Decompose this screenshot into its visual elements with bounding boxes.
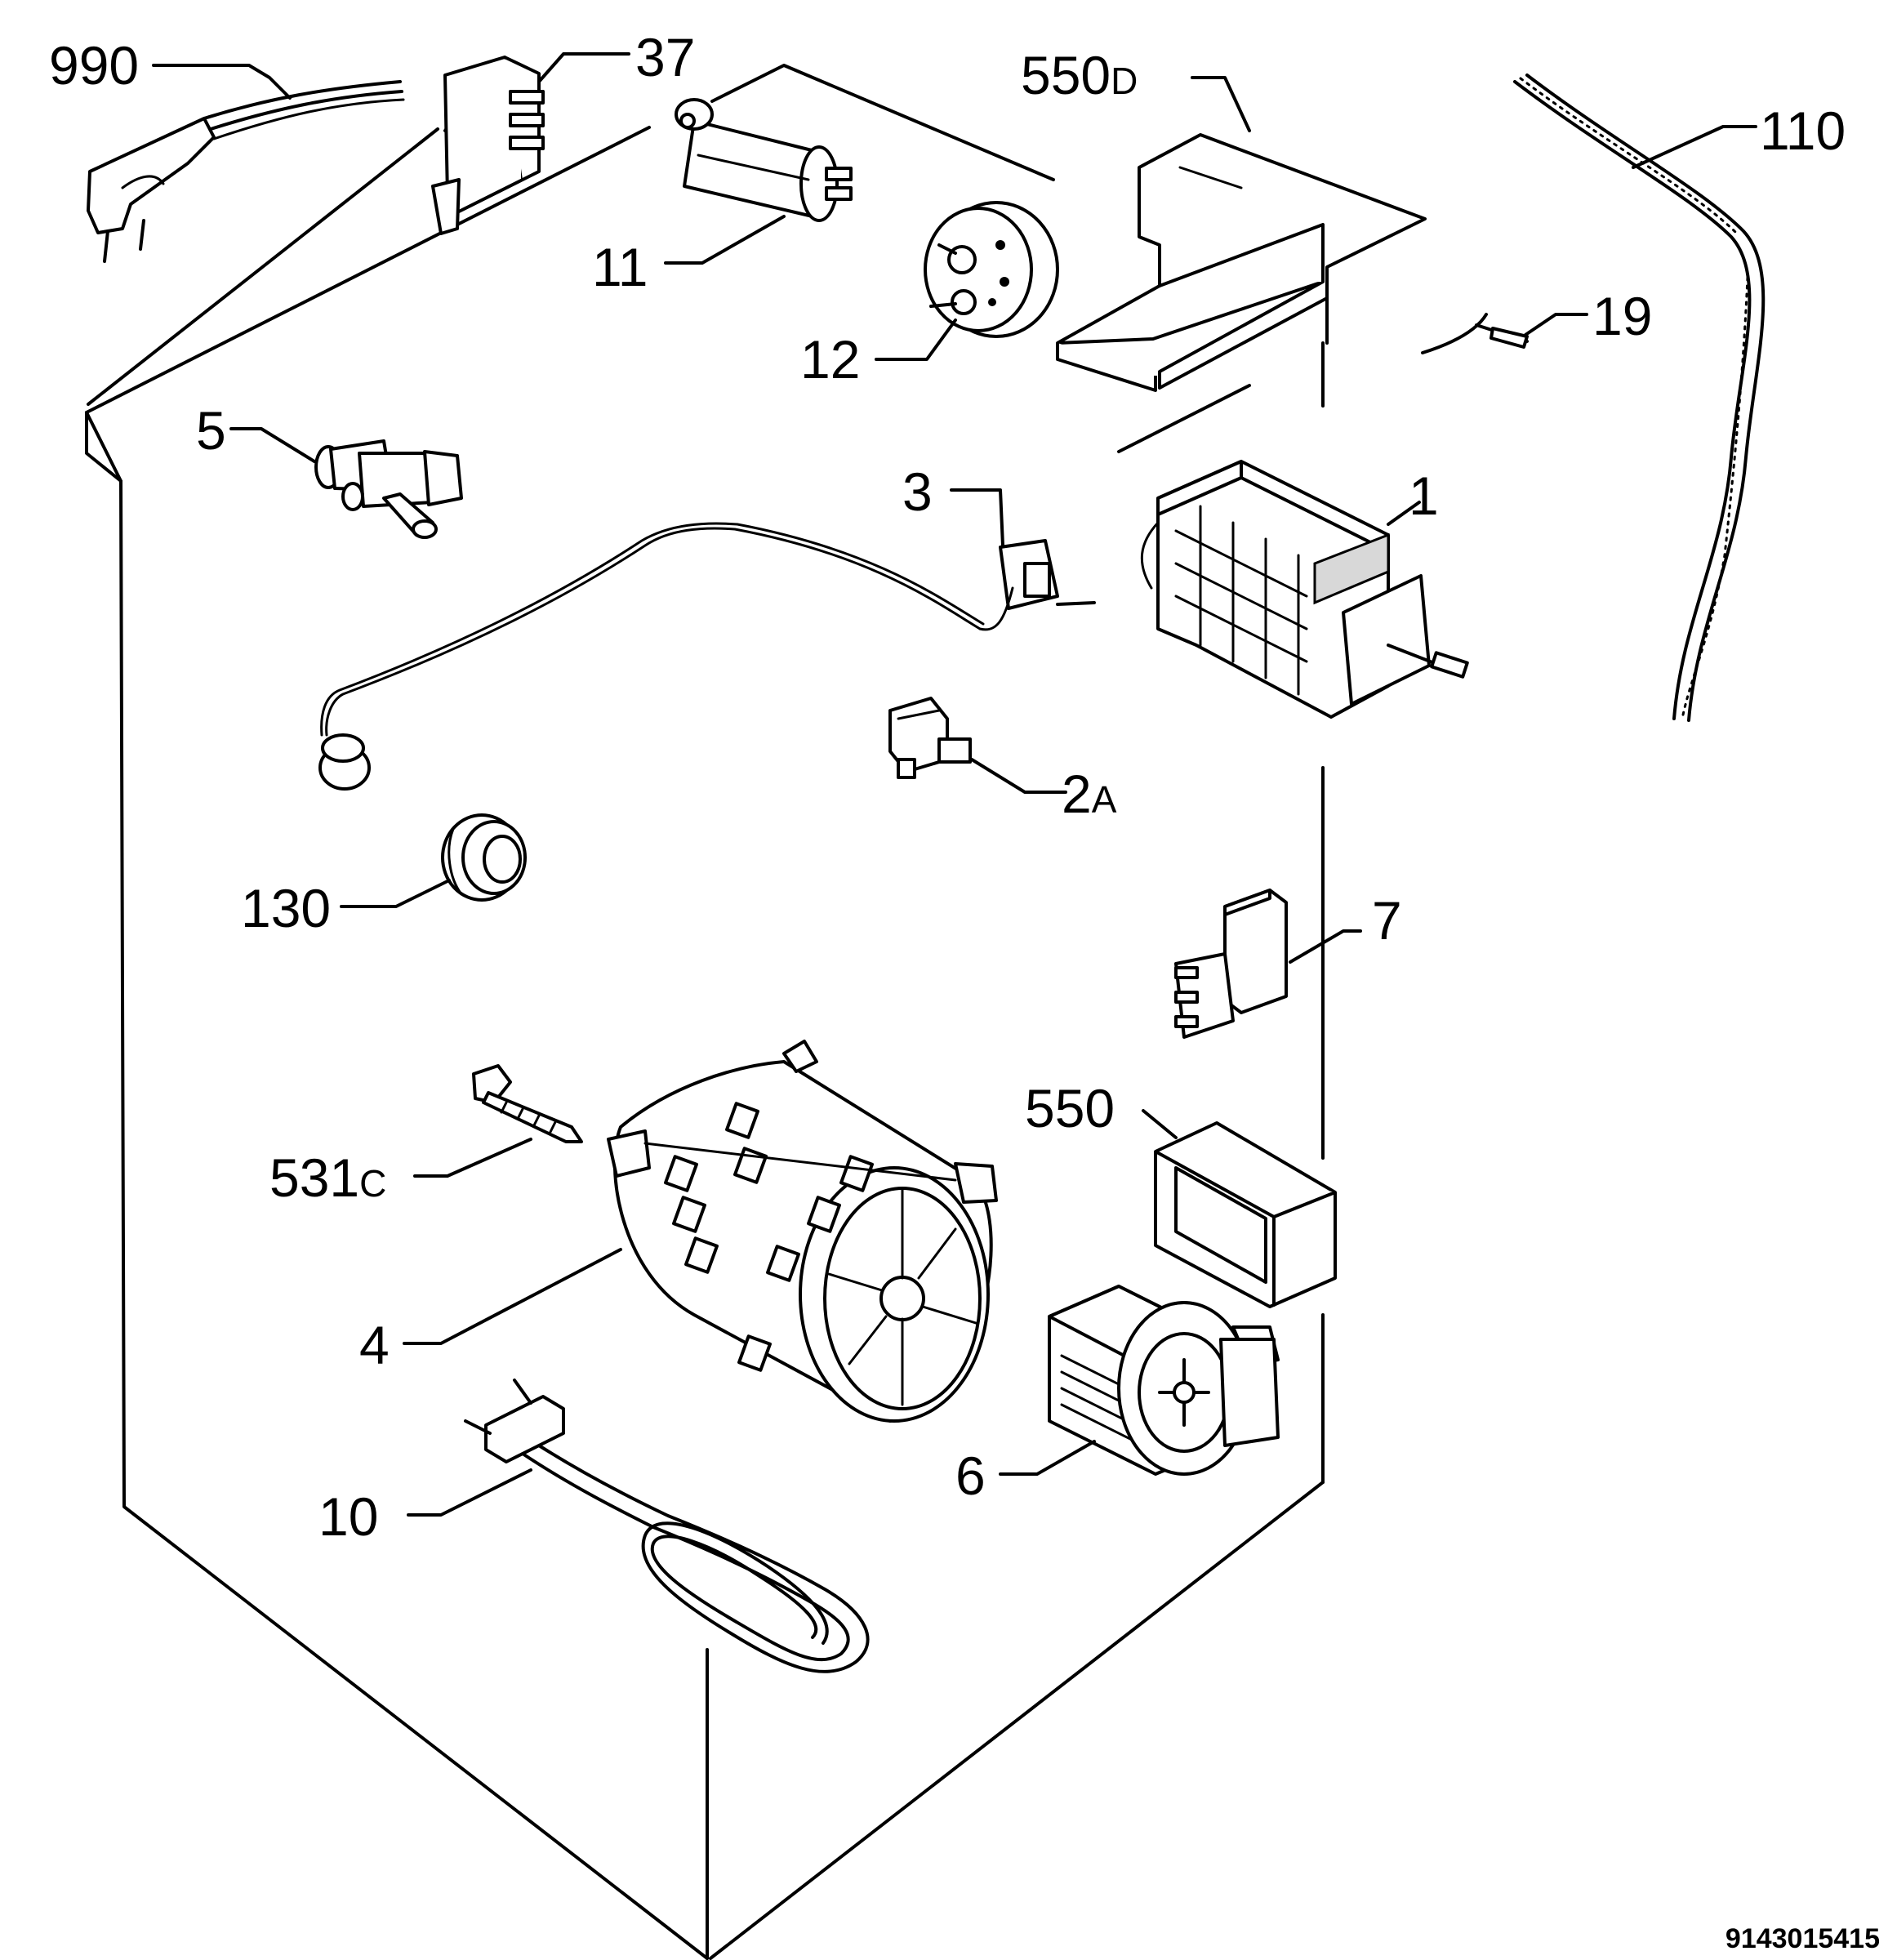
document-number: 9143015415: [1725, 1923, 1880, 1954]
label-6: 6: [955, 1446, 986, 1506]
hose-part: [1513, 74, 1766, 722]
label-7: 7: [1372, 890, 1402, 951]
programme-timer-part: [1140, 460, 1469, 719]
label-550: 550: [1025, 1078, 1115, 1138]
cord-clamp-part: [431, 56, 545, 235]
label-10: 10: [318, 1486, 378, 1547]
label-37: 37: [635, 27, 695, 87]
label-531c: 531C: [269, 1147, 386, 1208]
label-1: 1: [1409, 466, 1439, 526]
label-550d: 550D: [1021, 45, 1138, 105]
label-19: 19: [1592, 286, 1652, 346]
pressure-switch-part: [924, 201, 1059, 338]
thermostat-part: [318, 522, 1096, 791]
leader-lines: [152, 52, 1757, 1517]
door-interlock-part: [1174, 889, 1288, 1039]
label-990: 990: [49, 35, 139, 96]
label-4: 4: [359, 1315, 390, 1375]
pump-cover-box-part: [1154, 1121, 1337, 1308]
label-3: 3: [902, 461, 933, 522]
motor-part: [607, 1040, 998, 1423]
inlet-valve-part: [314, 439, 463, 539]
label-2a: 2A: [1062, 764, 1117, 824]
label-130: 130: [241, 878, 331, 938]
label-12: 12: [800, 329, 860, 390]
drain-pump-part: [1048, 1285, 1280, 1476]
label-5: 5: [196, 400, 226, 461]
seal-ring-part: [441, 813, 527, 902]
power-cord-plug-part: [87, 80, 405, 263]
connector-part: [888, 697, 972, 779]
label-11: 11: [592, 237, 648, 297]
capacitor-part: [675, 98, 853, 222]
top-cover-plate-part: [1056, 133, 1427, 392]
heating-element-part: [464, 1379, 870, 1673]
label-110: 110: [1760, 100, 1846, 161]
clip-part: [1421, 313, 1529, 354]
screw-part: [472, 1064, 583, 1143]
part-labels: 990 37 550D 110 11 12 19 5 3 1 2A 130 7 …: [49, 27, 1846, 1547]
cabinet-outline: [85, 64, 1325, 1960]
